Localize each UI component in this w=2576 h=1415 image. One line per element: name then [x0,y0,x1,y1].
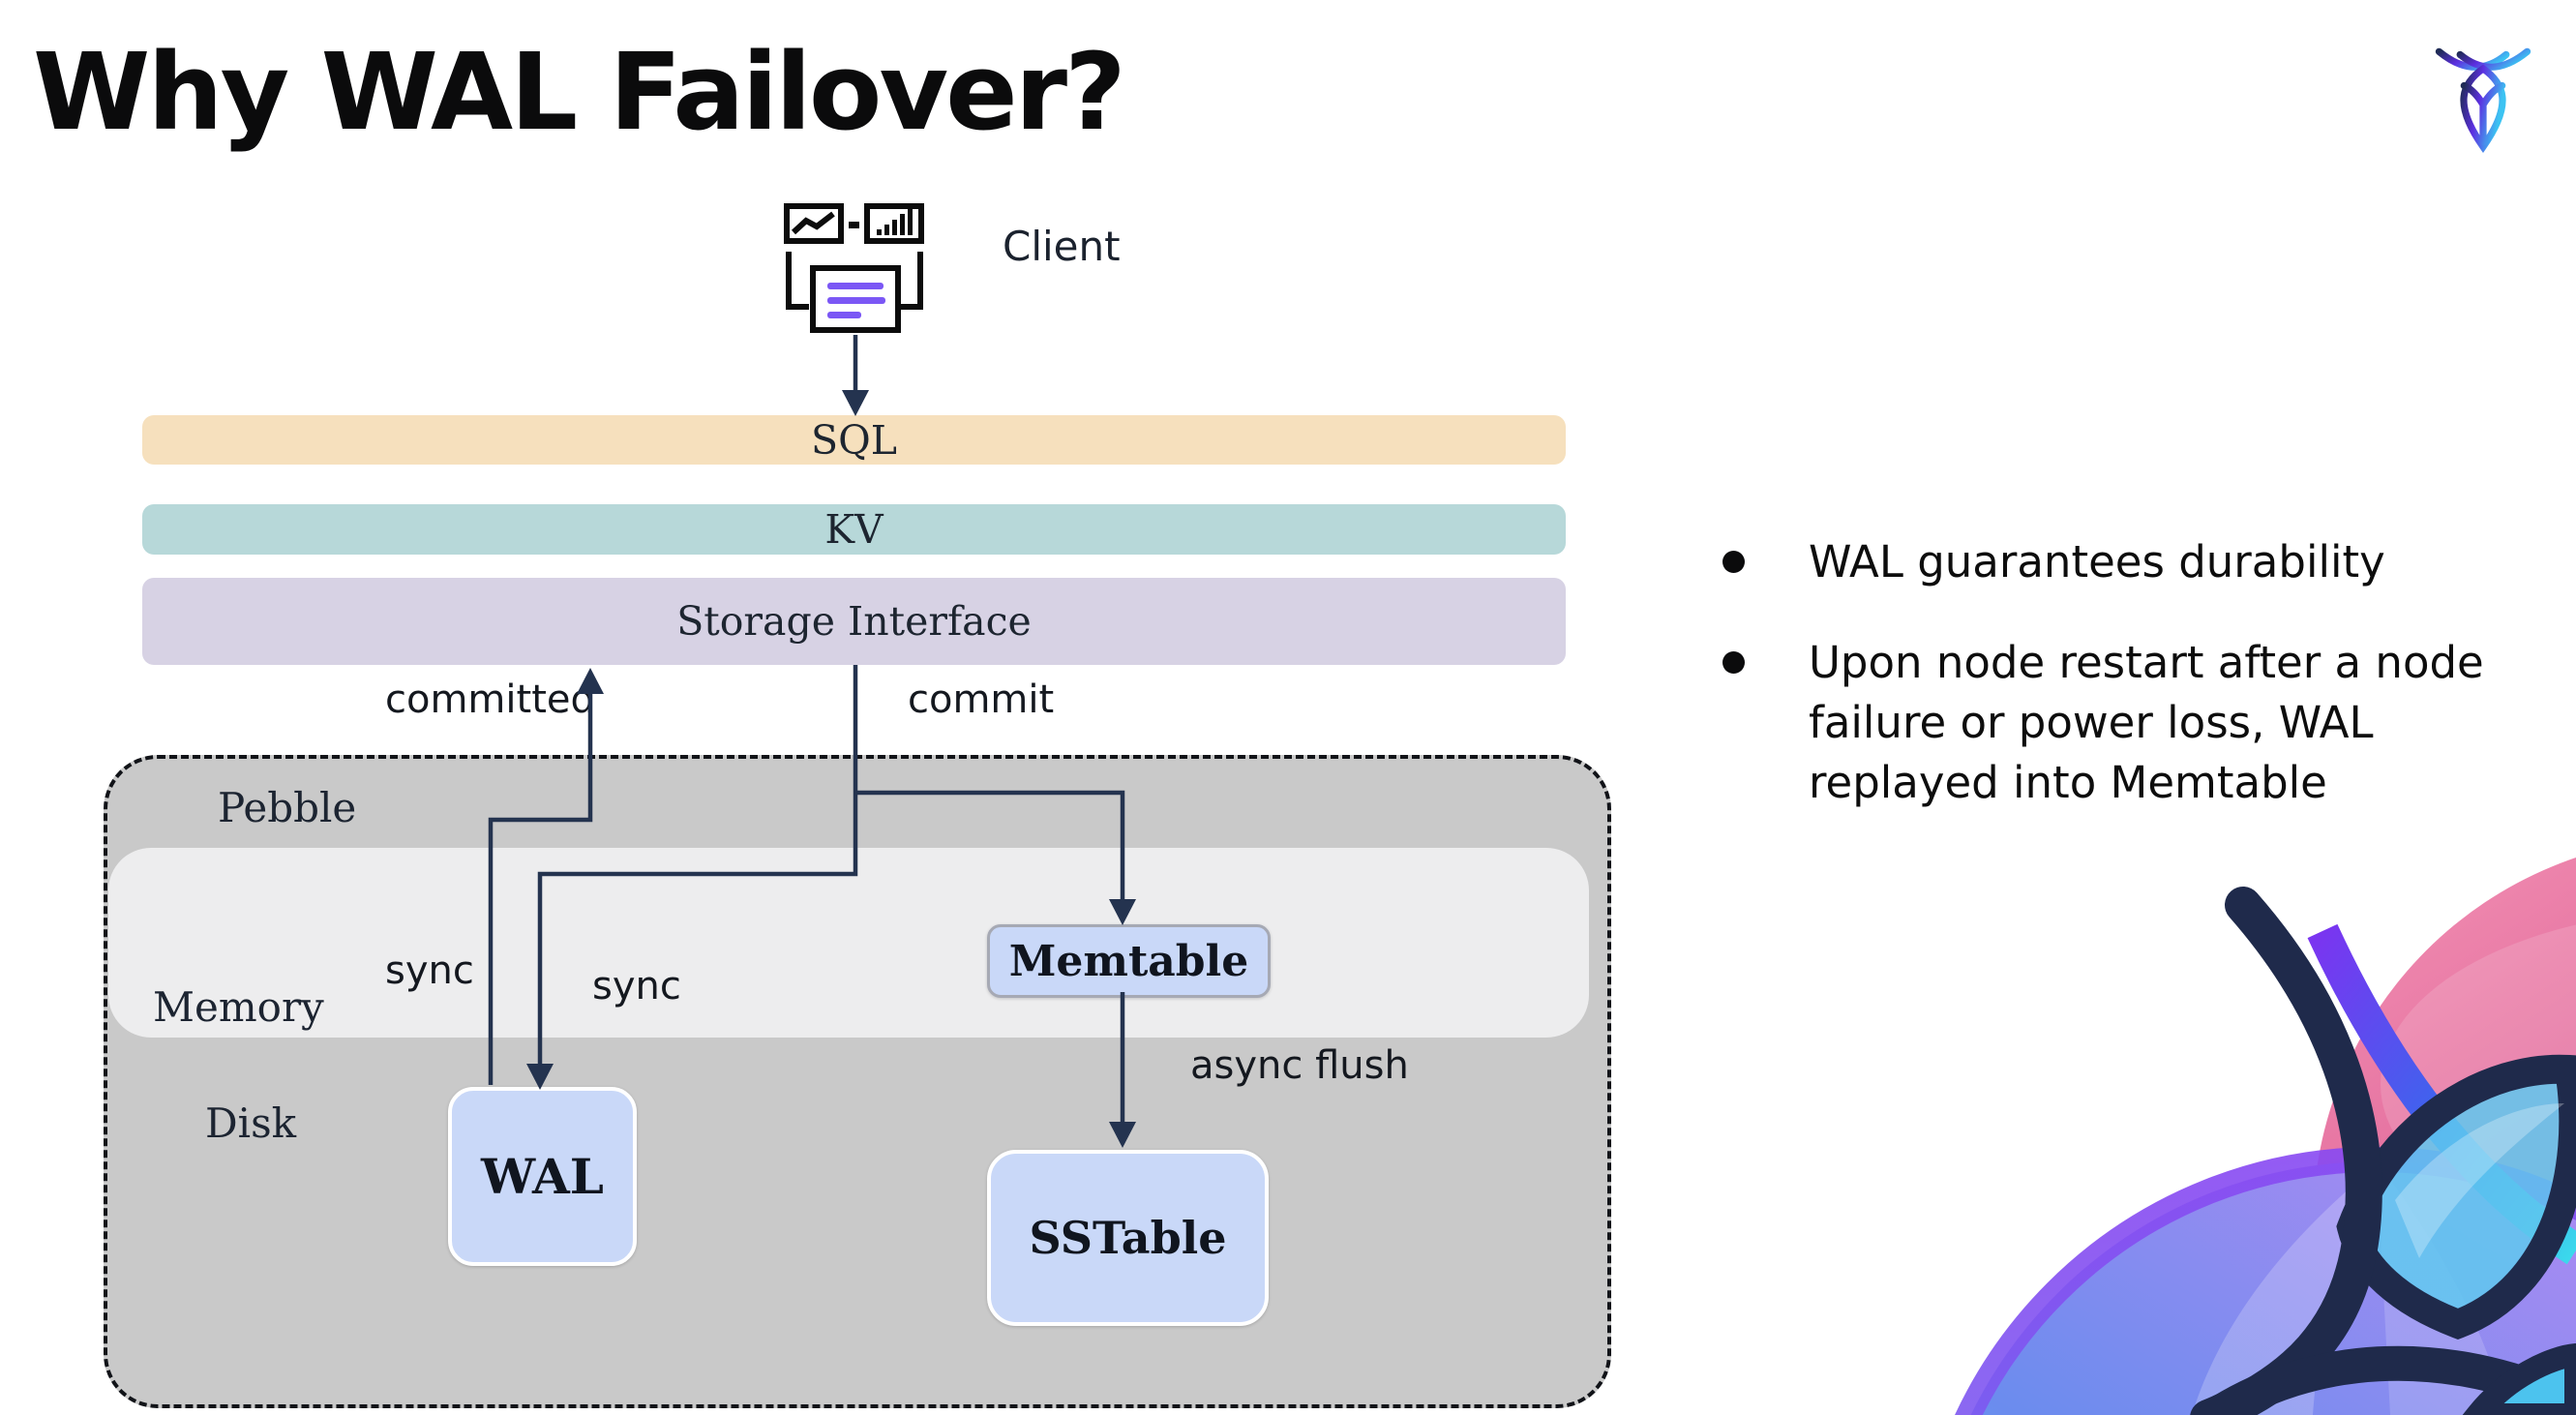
wal-node: WAL [448,1087,637,1266]
logo-body [2460,64,2506,153]
roach-lower-curve [2199,1345,2576,1415]
petal-highlight [2380,1166,2506,1415]
petal-highlight [2192,1166,2376,1415]
memory-label: Memory [153,983,324,1031]
layer-bar-kv: KV [142,504,1566,555]
memory-band [108,848,1589,1038]
memtable-node: Memtable [987,924,1271,998]
storage-interface-label: Storage Interface [676,598,1032,645]
layer-bar-storage: Storage Interface [142,578,1566,665]
lower-leaf-shape [2462,1342,2576,1415]
line-chart-icon [784,203,844,244]
committed-edge-label: committed [385,677,595,722]
kv-label: KV [824,506,884,553]
bullet-text: Upon node restart after a node failure o… [1809,637,2484,809]
disk-label: Disk [205,1099,297,1147]
async-flush-edge-label: async flush [1190,1043,1409,1088]
commit-edge-label: commit [908,677,1055,722]
sstable-label: SSTable [1029,1212,1227,1264]
sync-right-edge-label: sync [592,964,681,1009]
cockroachdb-logo-icon [2435,47,2531,153]
memtable-label: Memtable [1008,936,1249,986]
client-label: Client [1003,223,1121,270]
blue-sphere [1970,1161,2576,1415]
dash-connector [849,222,859,228]
logo-antenna-right [2456,47,2531,71]
wal-label: WAL [481,1148,604,1205]
bullet-list: WAL guarantees durability Upon node rest… [1711,532,2524,854]
list-item: Upon node restart after a node failure o… [1711,633,2524,813]
logo-antenna-left [2435,47,2510,71]
brand-art-group [1955,858,2576,1415]
bracket-left [786,252,809,310]
page-title: Why WAL Failover? [33,30,1126,154]
sql-label: SQL [811,416,897,464]
blue-sphere-rim [1955,1147,2576,1415]
sync-left-edge-label: sync [385,948,474,993]
bracket-right [900,252,923,310]
pebble-label: Pebble [218,784,357,831]
roach-body-curve [2190,887,2382,1415]
bar-chart-icon [864,203,924,244]
leaf-vein-highlight [2395,1103,2564,1258]
bullet-dot-icon [1722,551,1745,573]
leaf-shape [2336,1054,2576,1340]
arrowhead-down-sql [842,390,869,416]
gradient-rim-arc [2307,923,2576,1265]
logo-vein [2460,81,2506,146]
bullet-text: WAL guarantees durability [1809,536,2385,587]
layer-bar-sql: SQL [142,415,1566,465]
bullet-dot-icon [1722,651,1745,675]
pink-sphere-highlight [2381,924,2576,1244]
client-app-icon [780,197,929,343]
list-item: WAL guarantees durability [1711,532,2524,592]
document-icon [810,265,901,333]
pink-sphere [2313,858,2576,1415]
sstable-node: SSTable [987,1150,1269,1326]
